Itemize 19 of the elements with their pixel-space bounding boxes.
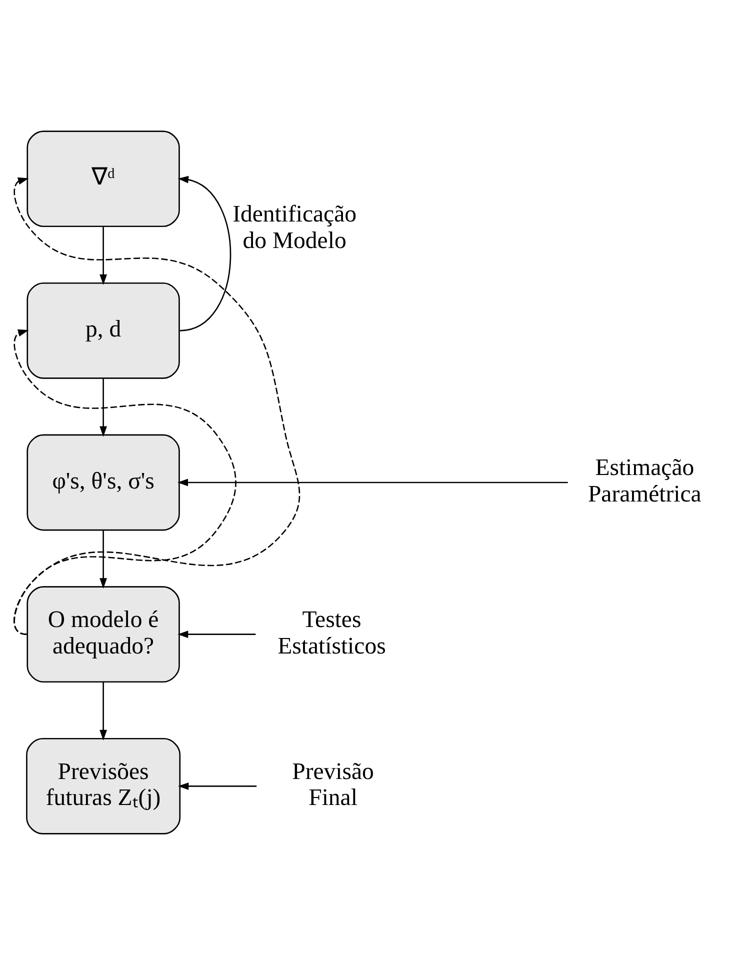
arrow <box>100 378 107 437</box>
node-box: φ's, θ's, σ's <box>26 434 180 531</box>
node-box: p, d <box>26 282 180 379</box>
edge-label: Identificação do Modelo <box>232 201 357 254</box>
node-text: Previsão Final <box>292 758 374 812</box>
node-box: Previsões futuras Zₜ(j) <box>26 738 181 834</box>
node-text: Estimação Paramétrica <box>588 455 702 508</box>
arrow <box>14 177 300 635</box>
arrow <box>177 478 568 486</box>
node-text: Testes Estatísticos <box>278 606 386 660</box>
arrow <box>100 530 107 589</box>
arrow <box>14 329 236 635</box>
arrow <box>178 176 232 332</box>
arrow <box>100 226 107 285</box>
node-box: O modelo é adequado? <box>26 586 180 683</box>
arrow <box>100 682 107 740</box>
arrow <box>178 782 257 790</box>
arrow <box>178 630 256 638</box>
node-box: ∇ᵈ <box>26 130 180 227</box>
